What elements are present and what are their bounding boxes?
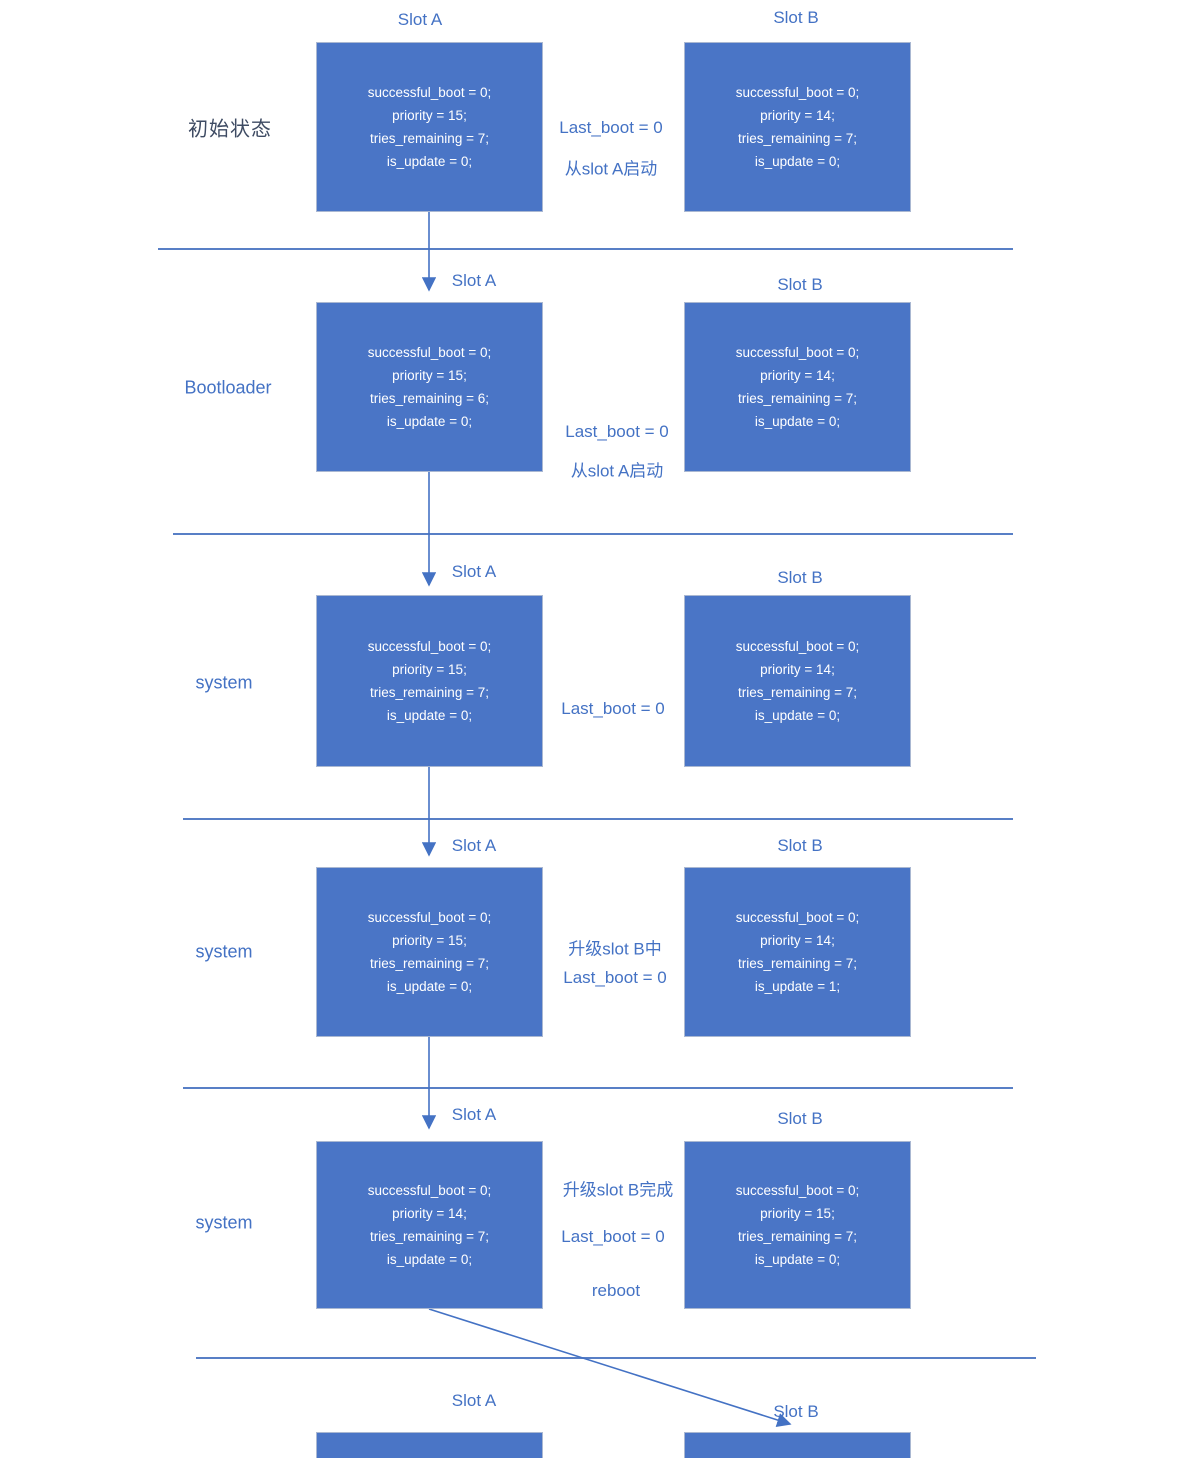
slot-b-header: Slot B	[777, 1109, 823, 1128]
slot-a-box: successful_boot = 0; priority = 15; trie…	[316, 42, 543, 212]
slot-b-box	[684, 1432, 911, 1458]
slot-state-line: is_update = 0;	[386, 414, 473, 429]
slot-state-line: priority = 15;	[392, 368, 467, 383]
slot-state-line: priority = 14;	[392, 1206, 467, 1221]
slot-state-line: tries_remaining = 7;	[738, 131, 857, 146]
middle-annotation: reboot	[591, 1281, 641, 1300]
slot-state-line: successful_boot = 0;	[735, 1183, 860, 1198]
slot-state-line: tries_remaining = 7;	[738, 391, 857, 406]
middle-annotation: 升级slot B中	[568, 939, 662, 959]
diagonal-arrow	[428, 1308, 792, 1427]
middle-annotation: Last_boot = 0	[561, 699, 665, 718]
middle-annotation: 升级slot B完成	[562, 1180, 674, 1200]
middle-annotation: Last_boot = 0	[561, 1227, 665, 1246]
slot-state-line: is_update = 0;	[386, 708, 473, 723]
slot-b-box: successful_boot = 0; priority = 14; trie…	[684, 42, 911, 212]
row-label: system	[195, 941, 253, 962]
slot-state-line: tries_remaining = 7;	[370, 685, 489, 700]
slot-state-line: priority = 14;	[760, 108, 835, 123]
slot-state-line: tries_remaining = 7;	[738, 685, 857, 700]
slot-a-box: successful_boot = 0; priority = 15; trie…	[316, 595, 543, 767]
slot-state-line: successful_boot = 0;	[735, 85, 860, 100]
slot-state-line: is_update = 0;	[386, 154, 473, 169]
slot-a-header: Slot A	[397, 10, 443, 29]
slot-state-line: successful_boot = 0;	[735, 345, 860, 360]
slot-state-line: is_update = 1;	[754, 979, 841, 994]
row-label: system	[195, 1212, 253, 1233]
slot-b-header: Slot B	[777, 568, 823, 587]
slot-state-line: priority = 14;	[760, 662, 835, 677]
slot-state-line: tries_remaining = 7;	[370, 956, 489, 971]
slot-state-line: successful_boot = 0;	[367, 910, 492, 925]
slot-state-line: tries_remaining = 7;	[370, 1229, 489, 1244]
slot-b-box: successful_boot = 0; priority = 14; trie…	[684, 867, 911, 1037]
row-label: 初始状态	[188, 118, 272, 141]
slot-state-line: successful_boot = 0;	[367, 345, 492, 360]
slot-state-line: tries_remaining = 7;	[738, 956, 857, 971]
slot-state-line: successful_boot = 0;	[367, 85, 492, 100]
slot-state-line: priority = 15;	[392, 933, 467, 948]
slot-b-header: Slot B	[773, 8, 819, 27]
slot-state-line: successful_boot = 0;	[735, 910, 860, 925]
slot-state-line: successful_boot = 0;	[735, 639, 860, 654]
slot-b-header: Slot B	[773, 1402, 819, 1421]
slot-a-header: Slot A	[451, 271, 497, 290]
middle-annotation: Last_boot = 0	[565, 422, 669, 441]
slot-a-header: Slot A	[451, 1105, 497, 1124]
slot-b-header: Slot B	[777, 836, 823, 855]
slot-state-line: tries_remaining = 7;	[738, 1229, 857, 1244]
slot-a-box: successful_boot = 0; priority = 15; trie…	[316, 867, 543, 1037]
slot-state-line: priority = 14;	[760, 368, 835, 383]
slot-b-box: successful_boot = 0; priority = 14; trie…	[684, 302, 911, 472]
row-label: system	[195, 672, 253, 693]
slot-state-line: priority = 15;	[760, 1206, 835, 1221]
slot-state-line: is_update = 0;	[754, 154, 841, 169]
slot-state-line: is_update = 0;	[386, 979, 473, 994]
middle-annotation: 从slot A启动	[570, 461, 664, 481]
slot-a-box: successful_boot = 0; priority = 14; trie…	[316, 1141, 543, 1309]
middle-annotation: Last_boot = 0	[559, 118, 663, 137]
slot-state-line: tries_remaining = 7;	[370, 131, 489, 146]
slot-state-line: successful_boot = 0;	[367, 1183, 492, 1198]
slot-state-line: tries_remaining = 6;	[370, 391, 489, 406]
slot-state-line: priority = 14;	[760, 933, 835, 948]
slot-a-header: Slot A	[451, 836, 497, 855]
slot-state-line: priority = 15;	[392, 662, 467, 677]
slot-state-line: successful_boot = 0;	[367, 639, 492, 654]
slot-state-line: is_update = 0;	[754, 708, 841, 723]
slot-b-box: successful_boot = 0; priority = 15; trie…	[684, 1141, 911, 1309]
slot-a-box: successful_boot = 0; priority = 15; trie…	[316, 302, 543, 472]
slot-state-line: is_update = 0;	[754, 414, 841, 429]
slot-a-box	[316, 1432, 543, 1458]
middle-annotation: Last_boot = 0	[563, 968, 667, 987]
slot-b-header: Slot B	[777, 275, 823, 294]
slot-a-header: Slot A	[451, 1391, 497, 1410]
slot-a-header: Slot A	[451, 562, 497, 581]
row-label: Bootloader	[184, 377, 272, 398]
middle-annotation: 从slot A启动	[564, 159, 658, 179]
slot-b-box: successful_boot = 0; priority = 14; trie…	[684, 595, 911, 767]
slot-state-line: is_update = 0;	[386, 1252, 473, 1267]
slot-state-line: priority = 15;	[392, 108, 467, 123]
slot-state-line: is_update = 0;	[754, 1252, 841, 1267]
